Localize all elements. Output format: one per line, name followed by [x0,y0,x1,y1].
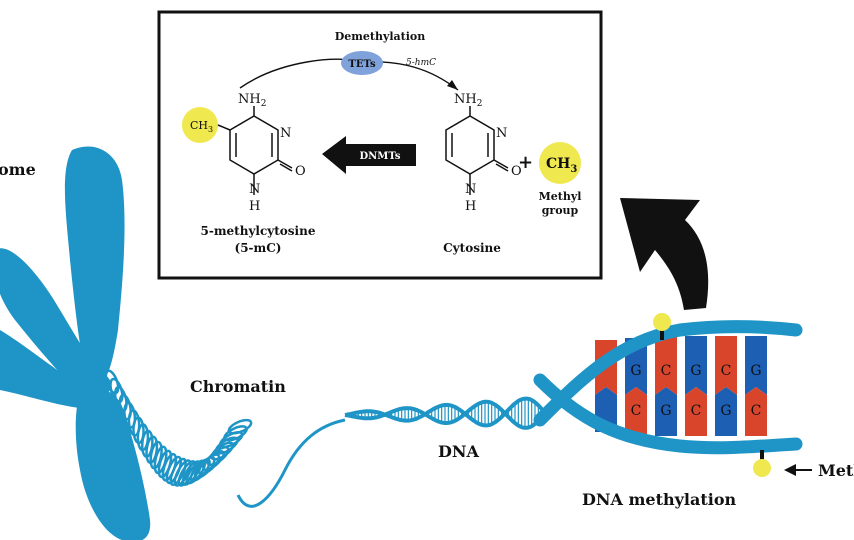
base-pair-bottom [685,387,707,436]
plus-sign: + [518,152,533,173]
methyl-pointer-arrow [784,464,812,476]
base-pair-bottom [745,387,767,436]
base-letter-top: C [721,363,732,379]
nh2-label: NH2 [454,92,482,109]
methyl-bond [217,124,231,131]
chromatin-loop [123,401,137,429]
tets-label: TETs [348,59,376,70]
base-letter-top: G [690,363,701,379]
zoom-arrow [620,198,709,310]
chromosome [0,146,151,540]
cytosine-name: Cytosine [443,241,501,255]
demethylation-label: Demethylation [335,30,426,43]
chromosome-label: ome [0,160,36,179]
methyl-group-bottom [753,459,771,477]
ch3-small-label: CH3 [190,119,213,134]
base-pair-top [685,336,707,395]
methylcytosine-name: 5-methylcytosine [201,224,316,238]
dna-strand-bottom [533,373,803,455]
ch3-circle-big [539,142,581,184]
base-letter-bottom: C [691,403,702,419]
base-letter-bottom: G [660,403,671,419]
carbonyl-bond [277,159,293,169]
hmc-label: 5-hmC [406,58,436,68]
o-atom-label: O [295,164,306,179]
methyl-group-line1: Methyl [539,190,582,203]
chromatin-label: Chromatin [190,377,286,396]
base-letter-bottom: C [751,403,762,419]
methyl-label: Meth [818,461,854,480]
n-atom-label: N [465,182,476,197]
carbonyl-bond [493,159,509,169]
cytosine-molecule: NH2 N O N H [445,92,522,214]
tets-enzyme [341,51,383,75]
n-atom-label: N [496,126,507,141]
h-atom-label: H [465,199,476,214]
chromatin-loop [227,418,253,435]
methyl-group-line2: group [542,204,579,217]
o-atom-label: O [511,164,522,179]
base-pair-bottom [625,387,647,434]
ch3-circle-small [182,107,218,143]
base-letter-bottom: G [720,403,731,419]
n-atom-label: N [249,182,260,197]
base-pair-bottom [655,387,677,436]
dna-methylation-region: G C C G G C C G G C [533,313,803,477]
dnmts-arrow [322,136,416,174]
chromosome-arm-lower-right [75,387,151,540]
dna-small-helix [344,396,547,430]
dna-methylation-label: DNA methylation [582,490,737,509]
base-letter-bottom: C [631,403,642,419]
carbonyl-bond [279,163,293,172]
methylation-inset: Demethylation TETs 5-hmC CH3 NH2 N [157,10,603,280]
base-pair-top [715,336,737,395]
dna-label: DNA [438,442,480,461]
base-letter-top: G [750,363,761,379]
demethylation-arrowhead [447,80,458,90]
chromatin-tail [236,418,346,508]
carbonyl-bond [495,163,509,172]
chromosome-arm-upper-right [64,146,125,380]
base-letter-top: G [630,363,641,379]
base-letter-top: C [661,363,672,379]
chromosome-arm-lower-left [0,330,80,408]
dnmts-label: DNMTs [359,151,400,162]
nh2-label: NH2 [238,92,266,109]
h-atom-label: H [249,199,260,214]
dna-helix-strand [344,399,547,430]
n-atom-label: N [280,126,291,141]
base-pair-bottom [715,387,737,436]
chromatin-loop [118,393,132,421]
chromatin-loop [218,431,244,449]
base-pair-top [745,336,767,395]
chromatin-loop [169,457,187,486]
methyl-group-top [653,313,671,331]
methylcytosine-abbr: (5-mC) [235,241,282,255]
dna-helix-strand [344,396,547,428]
chromosome-arm-upper-left [0,248,100,395]
methylcytosine-molecule: CH3 NH2 N O N H [182,92,306,214]
base-pair-top [655,336,677,395]
chromosome-centromere [75,371,111,399]
chromatin-coil [104,369,346,508]
dna-strand-top [533,320,803,427]
ch3-big-label: CH3 [546,156,577,175]
